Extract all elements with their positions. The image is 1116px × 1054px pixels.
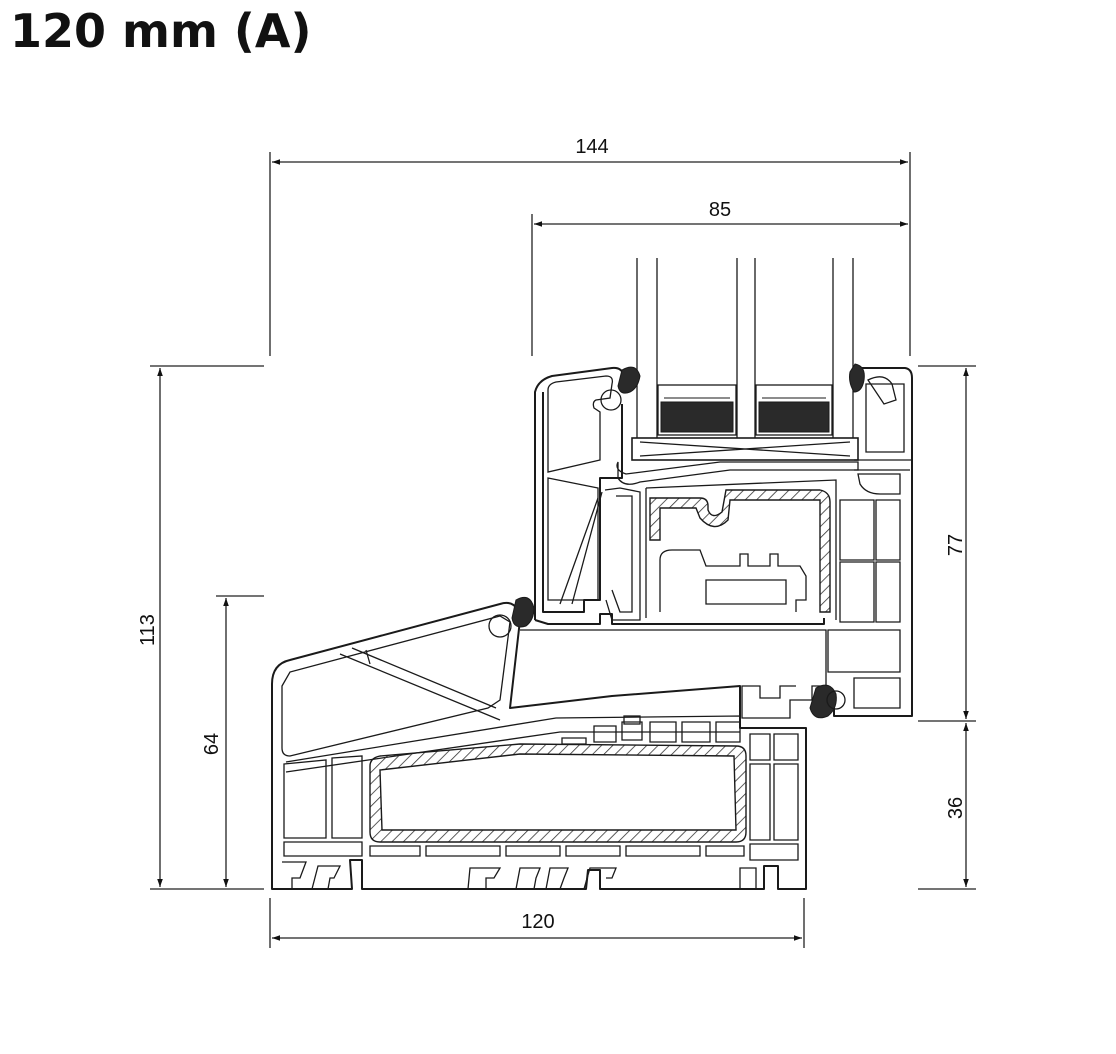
dimension-label-120: 120 <box>521 911 554 933</box>
dimension-label-77: 77 <box>945 534 967 556</box>
glazing-panes <box>631 258 859 461</box>
dimension-label-36: 36 <box>945 797 967 819</box>
dimension-label-64: 64 <box>201 733 223 755</box>
dimension-sash-height: 77 <box>918 365 976 722</box>
dimension-base-height: 36 <box>918 723 976 890</box>
dimension-overall-height: 113 <box>137 365 264 890</box>
frame-profile <box>271 596 846 890</box>
dimension-label-85: 85 <box>709 199 731 221</box>
dimension-sash-width: 85 <box>531 199 908 356</box>
dimension-label-144: 144 <box>575 136 608 158</box>
sash-profile <box>534 363 913 717</box>
dimension-frame-width: 120 <box>269 898 805 948</box>
page-title: 120 mm (A) <box>10 4 312 58</box>
dimension-overall-width: 144 <box>269 136 911 356</box>
dimension-frame-height: 64 <box>201 595 264 887</box>
dimension-label-113: 113 <box>137 614 159 646</box>
